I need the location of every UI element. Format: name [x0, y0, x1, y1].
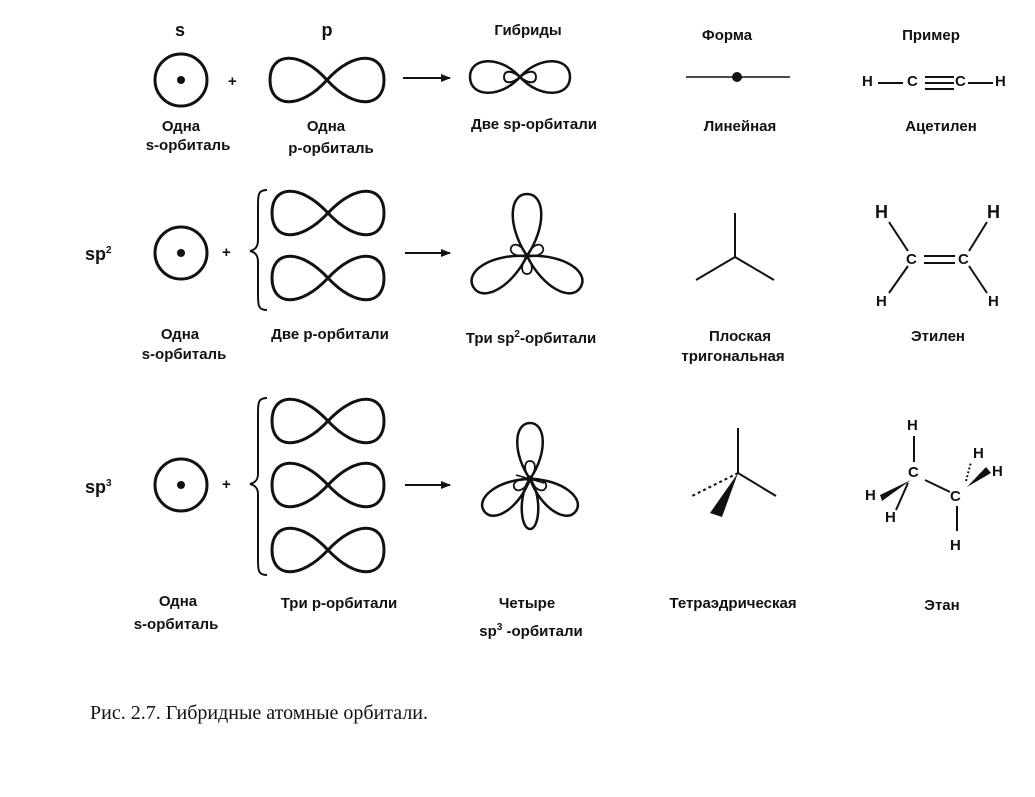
- row2-s-label-1: Одна: [160, 326, 200, 343]
- sp-hybrid-orbitals: [468, 60, 572, 94]
- row2-shape-label-2: тригональная: [681, 348, 785, 365]
- header-hybrids: Гибриды: [494, 22, 562, 39]
- row1-s-label-2: s-орбиталь: [145, 137, 231, 154]
- row2-p-label: Две р-орбитали: [271, 326, 389, 343]
- row3-hybrid-label-2: sp3 -орбитали: [479, 622, 583, 640]
- row2-hybrid-type: sp2: [85, 244, 112, 264]
- row3-s-label-1: Одна: [158, 593, 198, 610]
- ethane-h-lower-left: H: [885, 509, 896, 526]
- header-shape: Форма: [701, 27, 753, 44]
- ethane-c-left: C: [908, 464, 919, 481]
- header-s: s: [174, 20, 186, 40]
- ethane-h-top: H: [907, 417, 918, 434]
- ethylene-h-br: H: [988, 293, 999, 310]
- p-orbital-row1: [268, 56, 386, 104]
- row1-molecule-label: Ацетилен: [905, 118, 977, 135]
- linear-shape: [686, 72, 790, 82]
- ethane-c-right: C: [950, 488, 961, 505]
- trigonal-planar-shape: [695, 213, 775, 281]
- ethylene-bonds: [888, 221, 988, 294]
- ethane-h-bottom: H: [950, 537, 961, 554]
- p-orbital-row3-b: [270, 461, 386, 509]
- row3-p-label: Три р-орбитали: [280, 595, 398, 612]
- sp2-hybrid-orbitals: [470, 192, 584, 295]
- figure-caption: Рис. 2.7. Гибридные атомные орбитали.: [90, 702, 429, 724]
- p-orbital-row3-a: [270, 397, 386, 445]
- sp3-hybrid-orbitals: [480, 421, 580, 531]
- p-orbital-row2-a: [270, 189, 386, 237]
- plus-sign-row3: +: [222, 476, 231, 493]
- header-p: p: [321, 20, 333, 40]
- row3-s-label-2: s-орбиталь: [133, 616, 219, 633]
- acetylene-c-right: C: [955, 73, 966, 90]
- s-orbital-row2: [153, 225, 209, 281]
- ethylene-c-right: C: [958, 251, 969, 268]
- plus-sign-row2: +: [222, 244, 231, 261]
- ethylene-h-tl: H: [875, 202, 888, 222]
- plus-sign: +: [228, 73, 237, 90]
- acetylene-c-left: C: [907, 73, 918, 90]
- row1-shape-label: Линейная: [703, 118, 777, 135]
- row3-hybrid-type: sp3: [85, 477, 112, 497]
- p-orbital-row3-c: [270, 526, 386, 574]
- acetylene-h-left: H: [862, 73, 873, 90]
- ethylene-h-bl: H: [876, 293, 887, 310]
- row1-s-label-1: Одна: [161, 118, 201, 135]
- ethylene-h-tr: H: [987, 202, 1000, 222]
- row3-shape-label: Тетраэдрическая: [669, 595, 797, 612]
- row2-molecule-label: Этилен: [911, 328, 965, 345]
- brace-row2: [249, 189, 268, 311]
- acetylene-bonds: [878, 76, 993, 90]
- s-orbital-row1: [153, 52, 209, 108]
- ethane-h-right-top: H: [973, 445, 984, 462]
- ethane-bonds: [880, 436, 991, 531]
- row2-s-label-2: s-орбиталь: [141, 346, 227, 363]
- p-orbital-row2-b: [270, 254, 386, 302]
- ethane-h-left: H: [865, 487, 876, 504]
- row3-molecule-label: Этан: [924, 597, 960, 614]
- tetrahedral-shape: [689, 428, 777, 517]
- ethane-h-right: H: [992, 463, 1003, 480]
- header-example: Пример: [902, 27, 960, 44]
- row2-shape-label-1: Плоская: [708, 328, 772, 345]
- s-orbital-row3: [153, 457, 209, 513]
- brace-row3: [249, 397, 268, 576]
- acetylene-h-right: H: [995, 73, 1006, 90]
- row3-hybrid-label-1: Четыре: [498, 595, 556, 612]
- row1-p-label-2: р-орбиталь: [288, 140, 374, 157]
- row1-hybrid-label: Две sp-орбитали: [471, 116, 597, 133]
- ethylene-c-left: C: [906, 251, 917, 268]
- row2-hybrid-label: Три sp2-орбитали: [465, 329, 597, 347]
- row1-p-label-1: Одна: [306, 118, 346, 135]
